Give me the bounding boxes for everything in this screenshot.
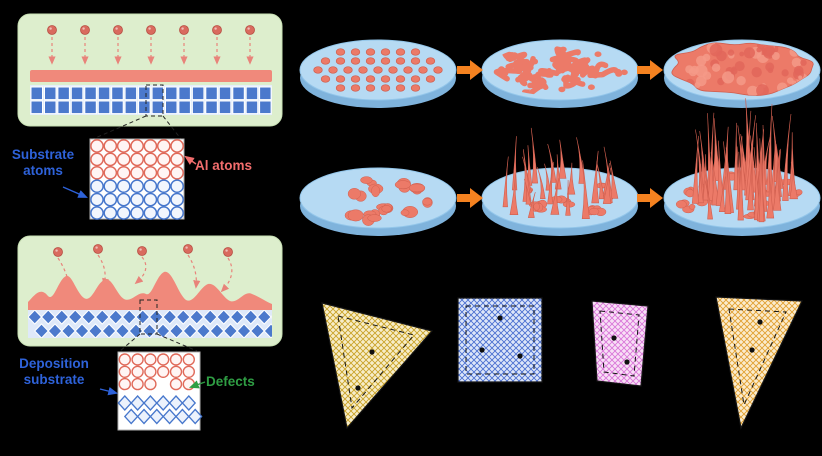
rough-al-film	[28, 271, 272, 312]
disc-sparse-clusters	[299, 167, 457, 236]
magnifier-box-bottom	[139, 299, 158, 335]
disc-continuous-film	[663, 39, 821, 108]
al-atoms-pointer	[184, 155, 197, 165]
label-deposition-substrate: Deposition substrate	[19, 356, 89, 387]
disc-dense-nanorods	[663, 98, 821, 236]
magnifier-box-top	[145, 84, 164, 117]
arrow-growth-stage-2-icon	[637, 60, 663, 80]
grain-quad-pink	[591, 300, 649, 387]
film-texture	[685, 42, 808, 96]
arrow-growth-stage-1-icon	[457, 60, 483, 80]
disc-coalescence	[481, 39, 639, 108]
defects-pointer	[189, 380, 206, 389]
arrow-growth-stage-4-icon	[637, 188, 663, 208]
inset-atomic-interface-top	[62, 138, 197, 220]
label-al-atoms: Al atoms	[195, 158, 253, 173]
substrate-square-lattice	[30, 85, 272, 115]
panel-ideal-deposition-schematic	[17, 13, 283, 140]
coalesced-islands	[493, 46, 628, 95]
grain-square-blue	[457, 297, 543, 383]
al-film-layer	[30, 70, 272, 82]
disc-nucleation-ordered	[299, 39, 457, 108]
incident-al-atoms	[47, 25, 255, 65]
substrate-diamond-lattice	[28, 310, 272, 338]
label-defects: Defects	[206, 374, 255, 389]
panel-real-deposition-schematic	[17, 235, 283, 352]
substrate-atoms-pointer	[62, 186, 88, 198]
deposition-substrate-pointer	[99, 387, 119, 396]
grain-triangle-orange	[715, 296, 803, 430]
disc-nanorod-growth	[481, 127, 639, 236]
arrow-growth-stage-3-icon	[457, 188, 483, 208]
grain-triangle-yellow	[321, 302, 434, 430]
inset-atomic-interface-bottom	[99, 351, 206, 431]
label-substrate-atoms: Substrate atoms	[11, 147, 75, 178]
